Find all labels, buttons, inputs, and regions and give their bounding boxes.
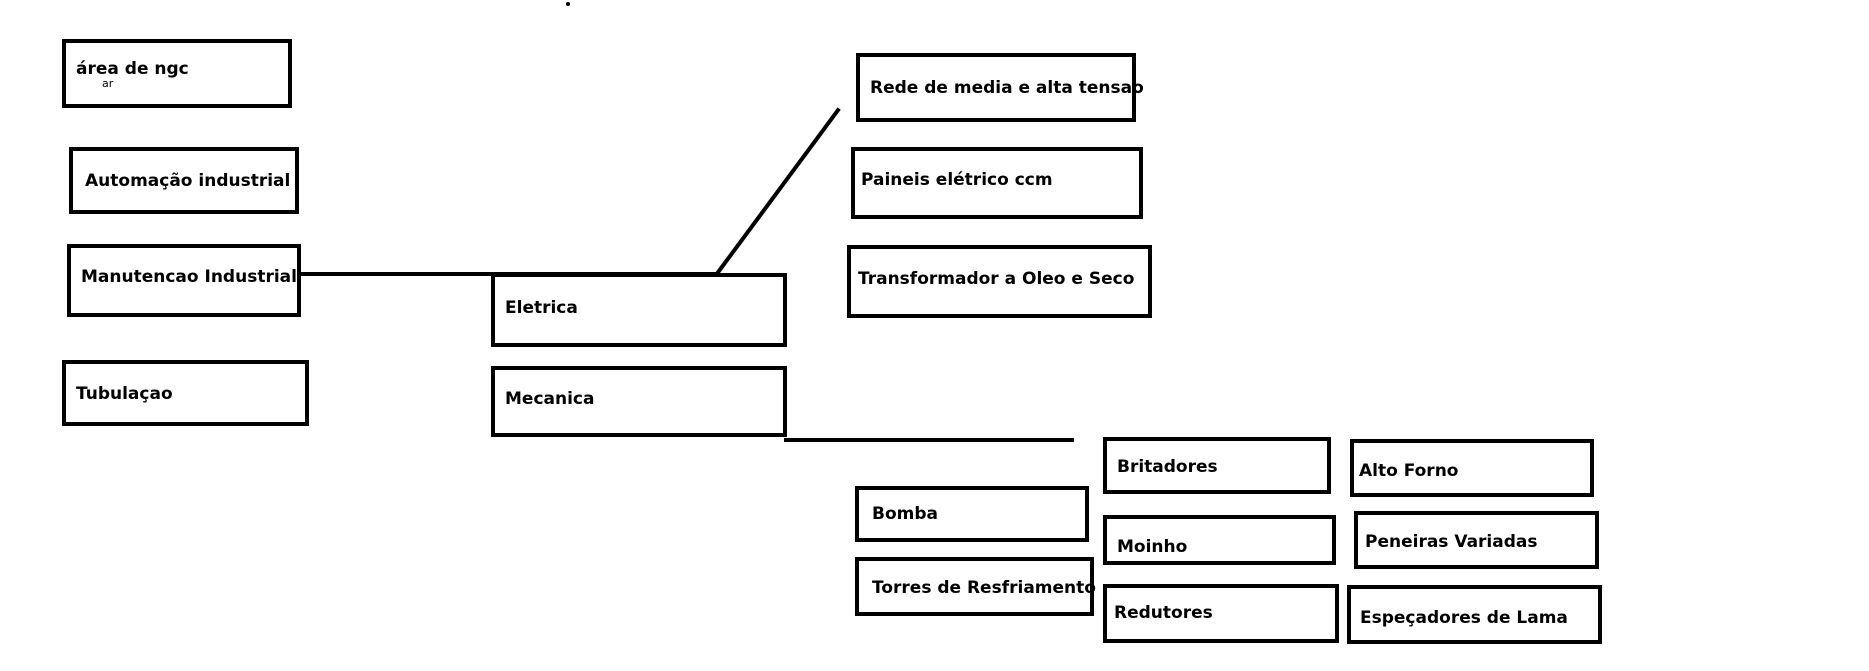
stray-dot <box>566 2 570 6</box>
box-paineis-eletrico-ccm[interactable]: Paineis elétrico ccm <box>851 147 1143 219</box>
box-tubulacao-label: Tubulaçao <box>76 384 173 404</box>
box-alto-forno-label: Alto Forno <box>1359 461 1459 481</box>
box-area-ngc-label: área de ngc <box>76 59 189 79</box>
box-eletrica-label: Eletrica <box>505 298 578 318</box>
box-area-ngc[interactable]: área de ngc ar <box>62 39 292 108</box>
box-britadores[interactable]: Britadores <box>1103 437 1331 494</box>
box-automacao-industrial[interactable]: Automação industrial <box>69 147 299 214</box>
box-britadores-label: Britadores <box>1117 457 1218 477</box>
box-peneiras-variadas[interactable]: Peneiras Variadas <box>1354 511 1599 569</box>
box-eletrica[interactable]: Eletrica <box>491 273 787 347</box>
box-tubulacao[interactable]: Tubulaçao <box>62 360 309 426</box>
box-mecanica[interactable]: Mecanica <box>491 366 787 437</box>
box-paineis-eletrico-ccm-label: Paineis elétrico ccm <box>861 170 1053 190</box>
box-transformador-label: Transformador a Oleo e Seco <box>858 269 1135 289</box>
box-manutencao-industrial-label: Manutencao Industrial <box>81 267 297 287</box>
box-moinho[interactable]: Moinho <box>1103 515 1336 565</box>
connector-eletrica-rede <box>714 107 841 277</box>
box-torres-resfriamento-label: Torres de Resfriamento <box>872 578 1096 598</box>
box-manutencao-industrial[interactable]: Manutencao Industrial <box>67 244 301 317</box>
box-peneiras-variadas-label: Peneiras Variadas <box>1365 532 1538 552</box>
box-especadores-de-lama-label: Espeçadores de Lama <box>1360 608 1568 628</box>
connector-mecanica-children <box>784 438 1074 442</box>
box-torres-resfriamento[interactable]: Torres de Resfriamento <box>855 557 1096 616</box>
box-automacao-industrial-label: Automação industrial <box>85 170 291 191</box>
box-bomba[interactable]: Bomba <box>855 486 1089 542</box>
box-moinho-label: Moinho <box>1117 537 1188 557</box>
box-alto-forno[interactable]: Alto Forno <box>1350 439 1594 497</box>
box-rede-media-alta-tensao-label: Rede de media e alta tensao <box>870 77 1144 98</box>
box-redutores-label: Redutores <box>1114 603 1213 623</box>
box-especadores-de-lama[interactable]: Espeçadores de Lama <box>1347 585 1602 644</box>
box-area-ngc-sublabel: ar <box>102 77 114 90</box>
box-mecanica-label: Mecanica <box>505 389 595 409</box>
box-transformador[interactable]: Transformador a Oleo e Seco <box>847 245 1152 318</box>
box-redutores[interactable]: Redutores <box>1103 584 1339 643</box>
box-rede-media-alta-tensao[interactable]: Rede de media e alta tensao <box>856 53 1144 122</box>
box-bomba-label: Bomba <box>872 504 938 524</box>
